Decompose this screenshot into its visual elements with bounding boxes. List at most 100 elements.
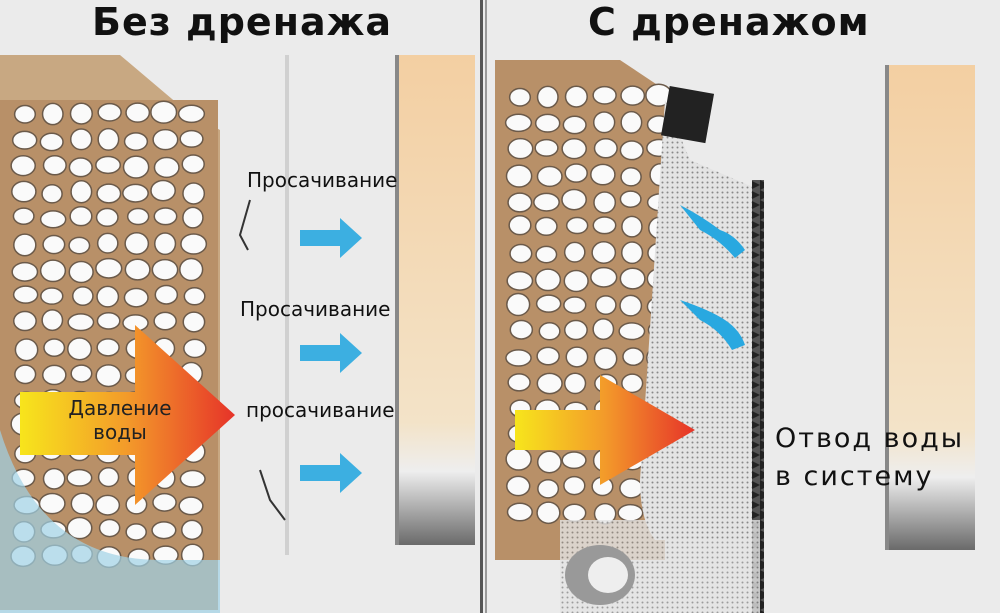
pebble	[98, 518, 121, 538]
left-panel-title: Без дренажа	[92, 0, 393, 44]
pebble	[39, 259, 67, 283]
pebble	[12, 285, 39, 304]
pebble	[177, 104, 206, 124]
pebble	[620, 85, 646, 106]
pebble	[565, 346, 589, 368]
pebble	[563, 372, 587, 395]
pebble	[563, 475, 586, 496]
pebble	[68, 157, 93, 178]
pebble	[505, 447, 532, 471]
pebble	[96, 338, 120, 357]
pebble	[11, 261, 39, 282]
pebble	[533, 192, 560, 212]
pebble	[504, 113, 533, 133]
pebble	[40, 287, 64, 305]
pebble	[536, 85, 559, 109]
pebble	[125, 102, 151, 123]
pebble	[534, 113, 561, 133]
right-wall	[885, 65, 975, 550]
pebble	[39, 132, 64, 152]
pebble	[42, 467, 66, 490]
pebble	[622, 347, 645, 367]
pebble	[42, 234, 66, 255]
pebble	[13, 104, 37, 124]
pebble	[505, 475, 531, 497]
pebble	[506, 292, 531, 317]
pebble	[507, 373, 531, 392]
pebble	[178, 496, 204, 516]
pebble	[95, 155, 122, 175]
pebble	[619, 477, 644, 499]
pebble	[536, 165, 563, 188]
pebble	[70, 364, 93, 383]
pebble	[505, 164, 533, 188]
pebble	[535, 245, 558, 264]
pebble	[67, 337, 93, 361]
pebble	[619, 267, 646, 290]
pebble	[561, 188, 587, 211]
pebble	[69, 102, 93, 125]
pebble	[509, 243, 533, 264]
pebble	[125, 523, 147, 541]
pebble	[153, 311, 177, 331]
pebble	[71, 286, 94, 306]
pebble	[43, 338, 66, 358]
pebble	[593, 138, 618, 159]
seepage-label-2: Просачивание	[240, 297, 391, 321]
drain-label-line1: Отвод воды	[775, 423, 965, 454]
pebble	[179, 257, 204, 282]
pebble	[96, 232, 119, 254]
pebble	[562, 503, 587, 523]
pebble	[154, 284, 179, 305]
pebble	[180, 519, 204, 541]
pebble	[506, 502, 533, 522]
pebble	[11, 130, 38, 150]
pebble	[95, 364, 122, 388]
pebble	[619, 294, 643, 317]
pressure-arrow	[20, 325, 235, 505]
left-panel-art	[0, 55, 475, 613]
pebble	[591, 241, 617, 264]
pebble	[12, 310, 37, 332]
pebble	[67, 313, 95, 332]
pebble	[70, 492, 95, 515]
pebble	[507, 192, 533, 213]
pebble	[534, 216, 558, 237]
seepage-label-3: просачивание	[246, 398, 395, 422]
pebble	[10, 154, 36, 177]
pebble	[507, 137, 534, 160]
pebble	[66, 516, 93, 540]
pebble	[536, 346, 560, 366]
pebble	[534, 138, 559, 157]
pebble	[593, 347, 618, 371]
drain-label-line2: в систему	[775, 461, 934, 492]
pebble	[619, 190, 642, 208]
pebble	[508, 214, 532, 236]
pebble	[561, 137, 587, 160]
pebble	[97, 127, 120, 151]
pebble	[122, 155, 150, 179]
pebble	[152, 492, 177, 512]
seepage-label-1: Просачивание	[247, 168, 398, 192]
pebble	[153, 156, 180, 179]
pebble	[563, 241, 586, 263]
pebble	[564, 85, 588, 108]
pebble	[536, 501, 561, 525]
pebble	[183, 287, 206, 306]
pebble	[69, 205, 93, 227]
pebble	[536, 450, 562, 474]
pebble	[41, 309, 64, 332]
pebble	[179, 469, 206, 488]
pebble	[536, 372, 563, 395]
pebble	[537, 478, 560, 499]
pebble	[14, 338, 39, 362]
pebble	[12, 207, 35, 225]
pebble	[126, 207, 150, 226]
pebble	[592, 85, 617, 105]
panel-divider	[480, 0, 483, 613]
pebble	[68, 260, 94, 284]
pebble	[13, 233, 37, 257]
pressure-arrow-right	[515, 375, 695, 485]
pebble	[620, 166, 642, 187]
drainage-water	[680, 205, 745, 350]
